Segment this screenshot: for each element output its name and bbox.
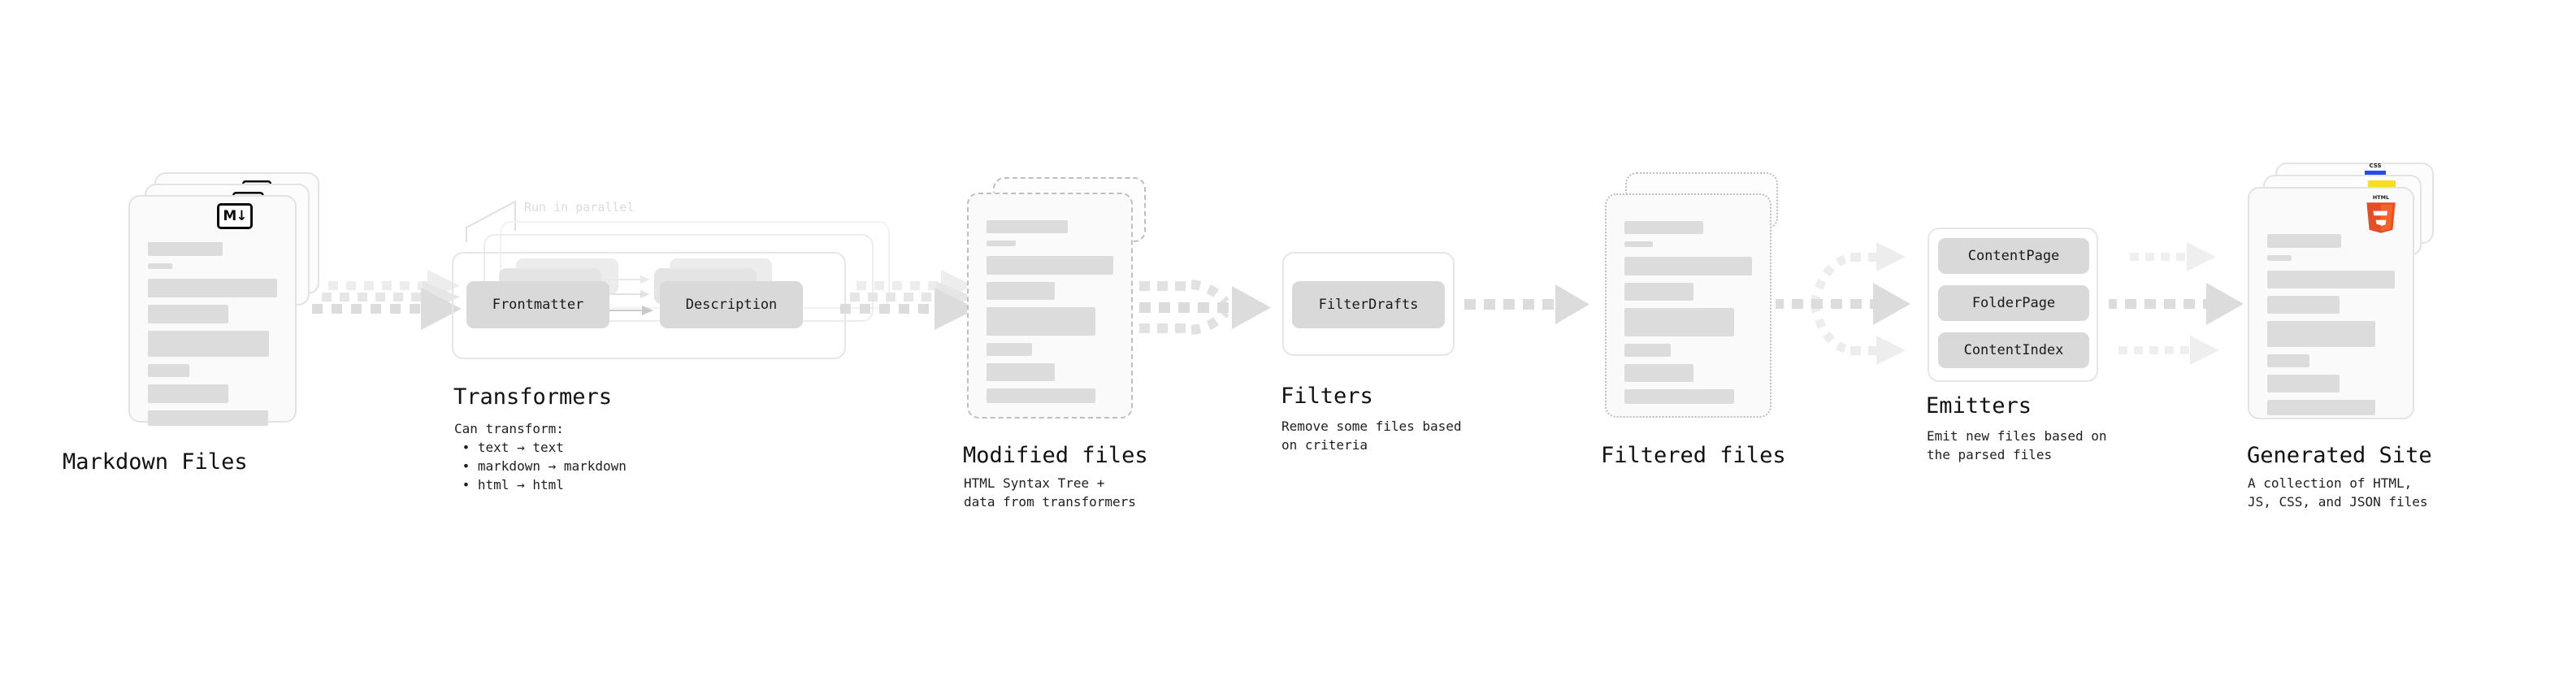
emitters-pill-contentpage[interactable]: ContentPage: [1938, 238, 2089, 274]
modified-files-title: Modified files: [963, 443, 1148, 468]
emitters-title: Emitters: [1926, 393, 2032, 419]
html5-badge: HTML: [2366, 194, 2396, 233]
filters-title: Filters: [1281, 384, 1373, 409]
filtered-content-lines: [1624, 221, 1752, 411]
svg-text:HTML: HTML: [2373, 194, 2389, 201]
emitters-pill-contentindex[interactable]: ContentIndex: [1938, 332, 2089, 368]
run-in-parallel-bracket: [466, 200, 516, 242]
generated-site-subtitle: A collection of HTML, JS, CSS, and JSON …: [2248, 475, 2428, 510]
modified-files-subtitle: HTML Syntax Tree + data from transformer…: [964, 475, 1136, 510]
arrow-modified-to-filters: [1139, 280, 1271, 335]
filtered-file-card-front: [1605, 193, 1772, 418]
modified-file-card-front: [967, 193, 1133, 419]
emitters-subtitle: Emit new files based on the parsed files: [1927, 428, 2107, 462]
generated-site-title: Generated Site: [2247, 443, 2432, 468]
filtered-files-title: Filtered files: [1601, 443, 1786, 468]
arrow-markdown-to-transformers: [312, 270, 462, 330]
arrow-filtered-to-emitters: [1776, 242, 1910, 365]
markdown-badge-icon: M↓: [217, 203, 253, 229]
transformer-pill-frontmatter[interactable]: Frontmatter: [466, 281, 609, 328]
run-in-parallel-label: Run in parallel: [524, 200, 635, 215]
markdown-files-title: Markdown Files: [63, 449, 248, 475]
transformer-pill-description[interactable]: Description: [660, 281, 803, 328]
arrow-emitters-to-site: [2109, 242, 2244, 365]
markdown-content-lines: [148, 242, 277, 433]
modified-content-lines: [987, 220, 1113, 410]
arrow-transformers-to-modified: [840, 270, 977, 330]
markdown-file-card-front: [128, 195, 297, 426]
transformers-subtitle: Can transform: • text → text • markdown …: [454, 421, 627, 492]
transformers-title: Transformers: [453, 384, 613, 410]
css-badge-label: CSS: [2369, 163, 2382, 169]
emitters-pill-folderpage[interactable]: FolderPage: [1938, 285, 2089, 321]
filters-subtitle: Remove some files based on criteria: [1281, 419, 1462, 453]
arrow-filters-to-filtered: [1464, 284, 1589, 324]
site-content-lines: [2267, 234, 2395, 423]
filters-pill-filterdrafts[interactable]: FilterDrafts: [1292, 281, 1445, 328]
